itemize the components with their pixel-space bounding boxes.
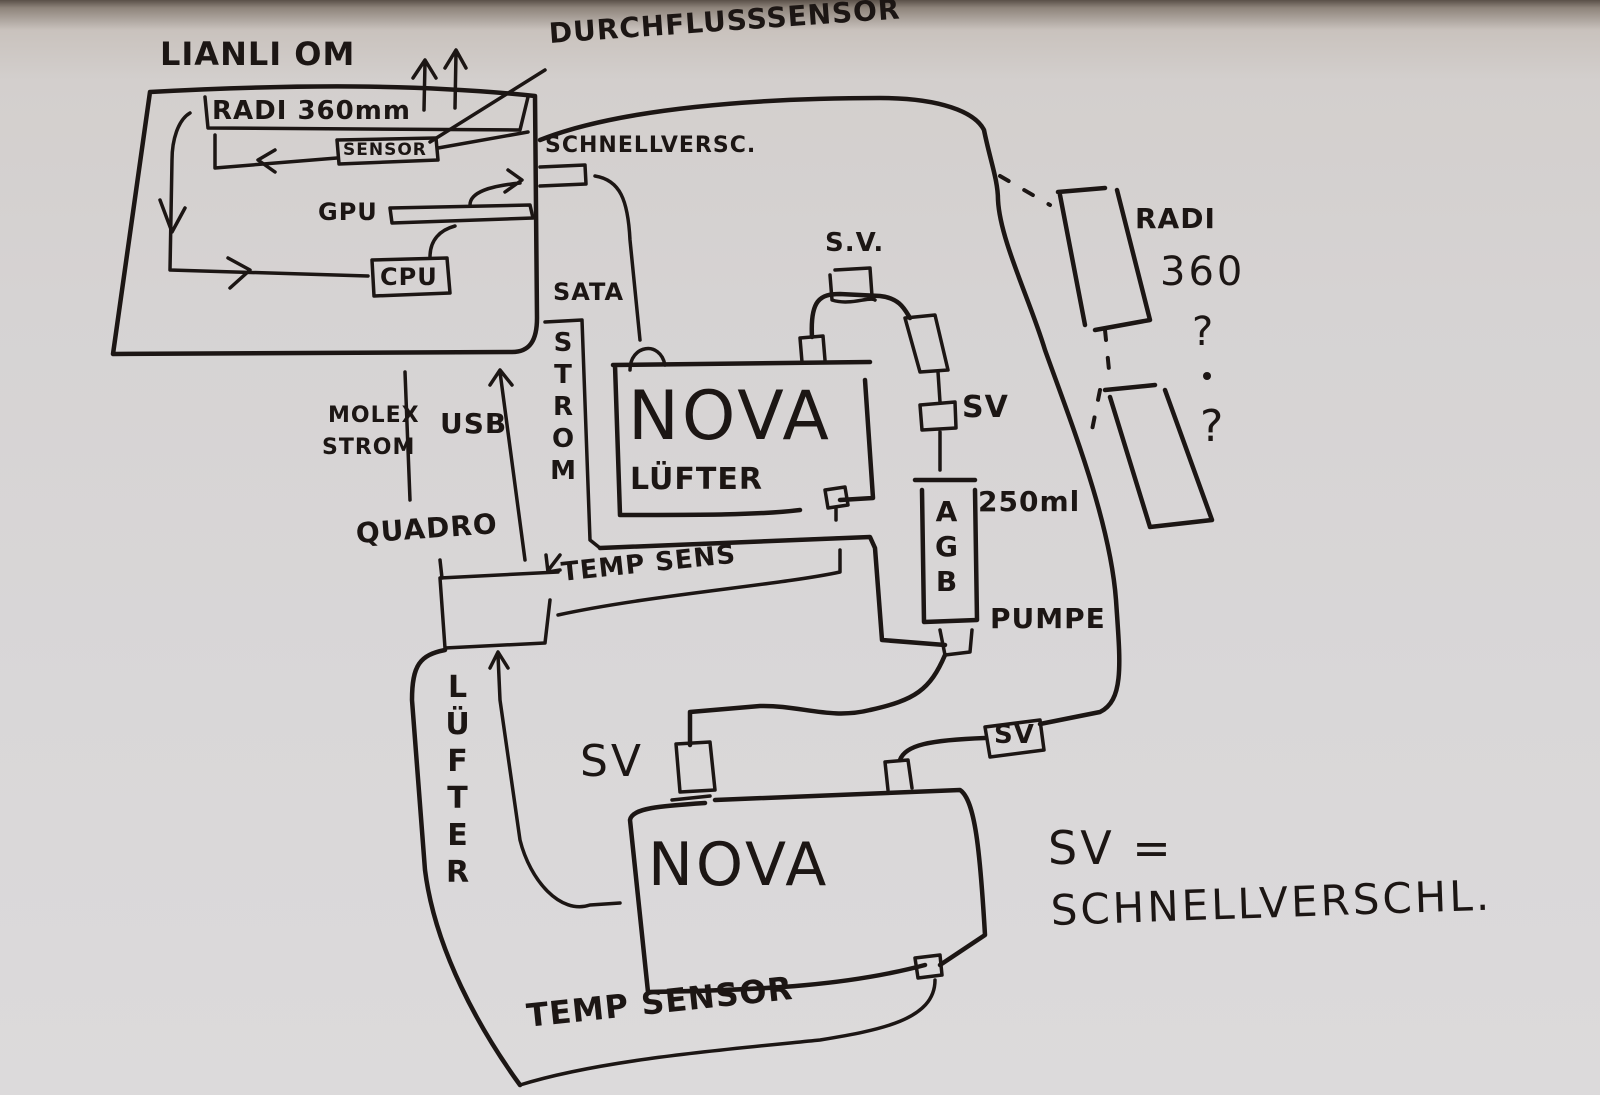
case-quick-disconnect — [538, 163, 588, 188]
sv-top-label: S.V. — [825, 228, 885, 258]
nova-bottom-to-sv-right — [897, 735, 988, 763]
nova-top-temp-port — [823, 485, 850, 522]
luefter-bottom-label: LÜFTER — [440, 670, 475, 892]
nova-top-tube-to-sv — [809, 291, 913, 340]
gpu-label: GPU — [318, 198, 378, 226]
nova-top-outlet-block — [903, 313, 950, 374]
flow-sensor-box — [335, 136, 440, 166]
case-label: LIANLI OM — [160, 35, 356, 73]
sv-right-line — [918, 370, 958, 472]
molex-label: MOLEX — [328, 403, 420, 428]
sv-top-fitting — [828, 266, 877, 304]
quadro-strom-arrow — [544, 553, 562, 574]
inner-loop-left — [168, 111, 370, 278]
temp-sensor-bottom-cable — [518, 978, 937, 1087]
tube-nova-top-to-pump — [597, 534, 948, 648]
sv-bottom-left-fitting — [670, 740, 717, 802]
sata-cable — [593, 174, 642, 342]
cpu-label: CPU — [380, 263, 438, 291]
molex-cable — [403, 370, 412, 502]
agb-volume-label: 250ml — [978, 485, 1081, 518]
luefter-bottom-cable-inner — [496, 653, 622, 909]
sv-bottom-right-fitting — [983, 718, 1046, 759]
inner-loop-arrow-right — [226, 256, 252, 290]
quadro-box — [438, 570, 560, 650]
radiator-to-sensor-line — [436, 130, 530, 150]
quick-disconnect-label: SCHNELLVERSC. — [545, 133, 757, 158]
tube-case-to-ext-radiator — [537, 95, 1122, 727]
ext-radiator-dashed-link-2 — [1103, 328, 1112, 382]
ext-radiator-question-1: ? — [1192, 309, 1217, 355]
sv-right-label: SV — [962, 390, 1009, 425]
nova-top-luefter-label: LÜFTER — [630, 462, 763, 497]
ext-radiator-label-1: RADI — [1135, 202, 1216, 235]
nova-top-outline — [610, 359, 876, 518]
inner-loop-arrow-left — [256, 148, 277, 174]
flow-sensor-callout-line — [428, 68, 547, 144]
agb-outline — [912, 477, 980, 625]
flow-sensor-box-label: SENSOR — [343, 140, 427, 160]
gpu-outline — [388, 203, 535, 225]
ext-radiator-dot — [1203, 372, 1211, 380]
sv-bottom-right-label: SV — [994, 720, 1035, 750]
sata-label: SATA — [553, 278, 625, 306]
sv-bottom-left-label: SV — [580, 736, 645, 787]
nova-bottom-temp-port — [913, 953, 944, 980]
ext-radiator-question-2: ? — [1200, 401, 1227, 452]
pump-label: PUMPE — [990, 602, 1106, 635]
quadro-usb-cable — [438, 558, 444, 580]
case-radiator-box — [203, 95, 530, 132]
usb-cable-arrow — [488, 368, 527, 562]
luefter-bottom-cable-outer — [409, 647, 523, 1088]
tube-pump-to-sv-left — [687, 652, 948, 748]
molex-strom-label: STROM — [322, 435, 416, 460]
nova-top-label: NOVA — [628, 377, 832, 456]
inner-loop-arrow-down — [158, 198, 187, 234]
exhaust-arrow-2 — [443, 48, 468, 110]
inner-loop-top — [213, 133, 339, 170]
nova-bottom-outline — [627, 787, 988, 995]
strom-label: STROM — [548, 328, 578, 488]
nova-bottom-inlet — [883, 758, 914, 792]
exhaust-arrow-1 — [411, 58, 438, 112]
ext-radiator-1 — [1055, 185, 1153, 333]
temp-sens-top-cable — [556, 548, 842, 617]
nova-top-inlet — [798, 334, 827, 364]
ext-radiator-2 — [1102, 382, 1215, 530]
ext-radiator-dashed-link-1 — [998, 174, 1052, 207]
case-outline — [110, 84, 540, 357]
nova-bottom-label: NOVA — [648, 830, 830, 900]
agb-label: AGB — [930, 495, 963, 600]
usb-label: USB — [440, 407, 508, 440]
gpu-link-arrow — [468, 168, 524, 207]
pump-outline — [938, 628, 974, 657]
cpu-gpu-link — [428, 224, 457, 259]
ext-radiator-dashed-link-3 — [1088, 388, 1102, 442]
legend-line-1: SV = — [1048, 821, 1174, 875]
ext-radiator-label-2: 360 — [1160, 249, 1246, 295]
cpu-outline — [370, 256, 452, 298]
nova-top-sata-connector — [628, 346, 667, 372]
luefter-bottom-arrow — [488, 650, 510, 670]
radiator-label: RADI 360mm — [212, 96, 411, 126]
